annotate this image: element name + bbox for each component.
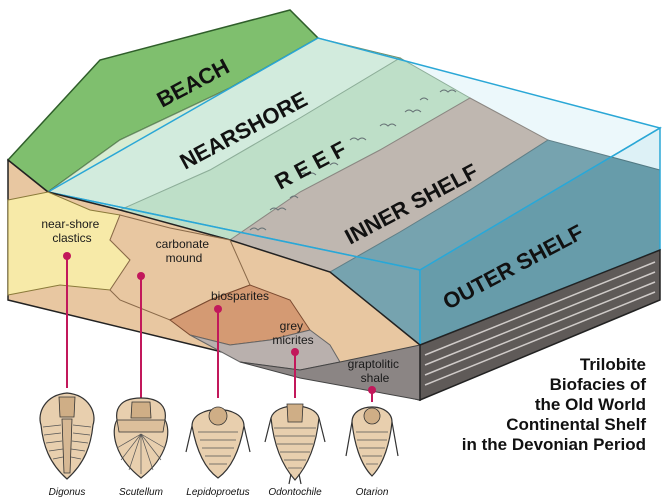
species-label-scutellum: Scutellum: [119, 487, 163, 498]
near-shore-clastics-label: near-shore clastics: [41, 217, 102, 245]
species-label-otarion: Otarion: [356, 487, 389, 498]
diagram-title: Trilobite Biofacies of the Old World Con…: [406, 355, 646, 455]
title-line: in the Devonian Period: [461, 435, 646, 454]
pin-heads: [63, 252, 376, 394]
trilobite-otarion-icon: [345, 406, 399, 477]
title-line: Biofacies of: [549, 375, 646, 394]
trilobite-digonus-icon: [39, 392, 95, 480]
species-label-digonus: Digonus: [49, 487, 86, 498]
title-line: Trilobite: [579, 355, 646, 374]
title-line: the Old World: [534, 395, 646, 414]
pin-lines: [66, 256, 373, 402]
grey-micrites-label: grey micrites: [272, 319, 313, 347]
reef-texture: [249, 89, 457, 231]
species-label-odontochile: Odontochile: [268, 487, 322, 498]
trilobite-scutellum-icon: [113, 397, 169, 479]
trilobite-lepidoproetus-icon: [185, 406, 251, 479]
carbonate-mound-label: carbonate mound: [156, 237, 213, 265]
trilobite-odontochile-icon: [264, 403, 326, 485]
title-line: Continental Shelf: [506, 415, 646, 434]
side-strata: [424, 261, 656, 386]
species-label-lepidoproetus: Lepidoproetus: [186, 487, 249, 498]
graptolitic-shale-label: graptolitic shale: [348, 357, 403, 385]
biosparites-label: biosparites: [211, 289, 269, 303]
